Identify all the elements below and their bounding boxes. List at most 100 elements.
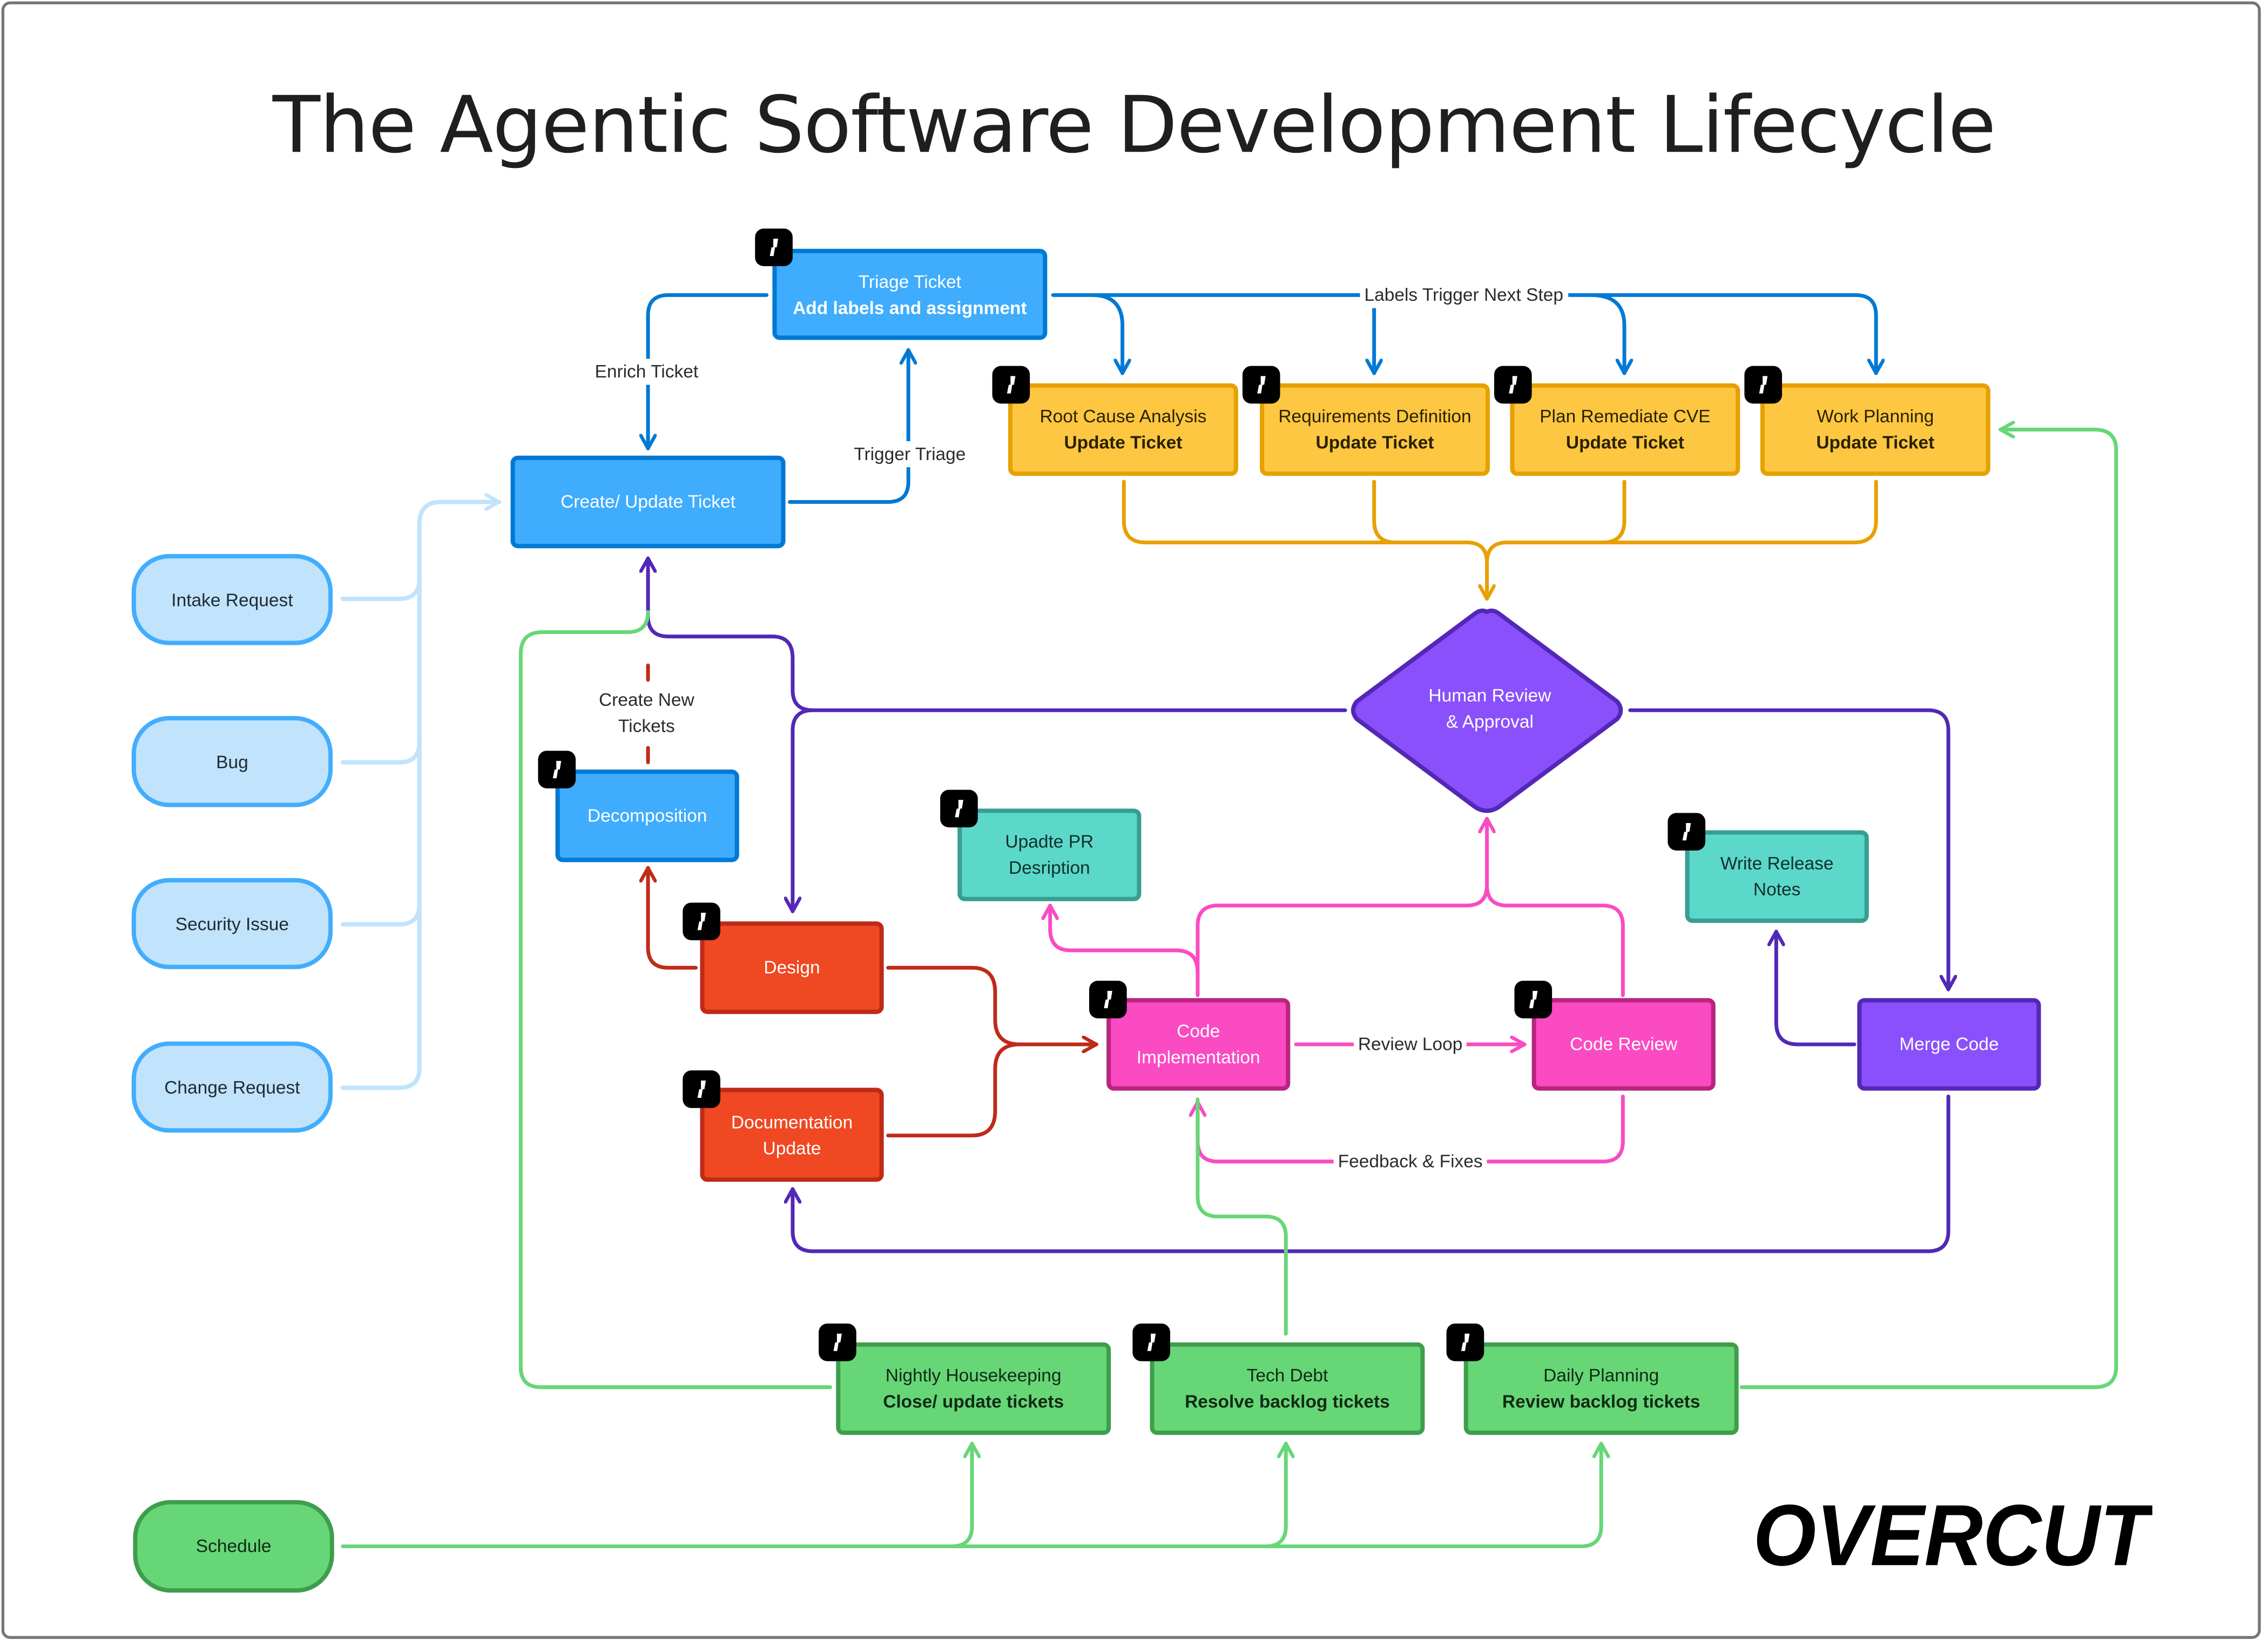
node-human-review[interactable] bbox=[1345, 606, 1629, 814]
edge-enrich bbox=[648, 293, 769, 450]
edge-techdebt-impl bbox=[1196, 1097, 1288, 1336]
node-title: Design bbox=[764, 957, 820, 978]
node-title: Triage Ticket bbox=[858, 271, 962, 292]
edge-label-enrich: Enrich Ticket bbox=[590, 359, 703, 385]
node-title: Code Review bbox=[1570, 1034, 1678, 1055]
node-subtitle: Update Ticket bbox=[1565, 432, 1684, 453]
node-subtitle: Update Ticket bbox=[1064, 432, 1183, 453]
overcut-slash-icon bbox=[1242, 366, 1280, 404]
source-intake-request[interactable]: Intake Request bbox=[131, 554, 333, 645]
node-subtitle: Update Ticket bbox=[1816, 432, 1935, 453]
overcut-slash-icon bbox=[538, 751, 576, 788]
node-merge-code[interactable]: Merge Code bbox=[1857, 998, 2041, 1091]
node-update-pr-description[interactable]: Upadte PR Desription bbox=[957, 808, 1142, 901]
edge-docs-impl bbox=[886, 1042, 1022, 1138]
node-write-release-notes[interactable]: Write Release Notes bbox=[1685, 830, 1869, 923]
source-label: Security Issue bbox=[175, 913, 289, 934]
node-create-update-ticket[interactable]: Create/ Update Ticket bbox=[510, 455, 786, 549]
edge-change bbox=[340, 902, 422, 1090]
node-title: Requirements Definition bbox=[1278, 406, 1472, 427]
node-title: Write Release Notes bbox=[1720, 853, 1834, 900]
edge-review-merge bbox=[1628, 708, 1948, 991]
node-documentation-update[interactable]: Documentation Update bbox=[700, 1088, 884, 1182]
source-change-request[interactable]: Change Request bbox=[131, 1041, 333, 1133]
edge-schedule bbox=[341, 1441, 1601, 1548]
overcut-slash-icon bbox=[1668, 813, 1706, 851]
source-label: Change Request bbox=[164, 1077, 300, 1097]
overcut-slash-icon bbox=[1494, 366, 1532, 404]
node-subtitle: Update bbox=[762, 1137, 821, 1158]
overcut-slash-icon bbox=[1514, 981, 1552, 1018]
edge-merge-docs bbox=[793, 1094, 1950, 1253]
node-title: Work Planning bbox=[1817, 406, 1934, 427]
node-decomposition[interactable]: Decomposition bbox=[555, 770, 739, 862]
edge-security bbox=[340, 740, 422, 927]
source-schedule[interactable]: Schedule bbox=[133, 1500, 334, 1593]
source-label: Schedule bbox=[195, 1536, 272, 1557]
node-title: Daily Planning bbox=[1543, 1365, 1659, 1386]
edge-labels-trunk bbox=[1051, 293, 1876, 375]
edge-label-create-new-2: Tickets bbox=[613, 713, 679, 739]
edge-impl-review bbox=[1196, 817, 1487, 974]
edge-daily-wp bbox=[1739, 430, 2118, 1389]
edge-labels-rca bbox=[1090, 293, 1122, 375]
brand-name: OVERCUT bbox=[1753, 1490, 2152, 1577]
node-tech-debt[interactable]: Tech Debt Resolve backlog tickets bbox=[1150, 1342, 1425, 1435]
node-title: Decomposition bbox=[587, 805, 707, 826]
node-work-planning[interactable]: Work Planning Update Ticket bbox=[1760, 383, 1990, 476]
overcut-slash-icon bbox=[1132, 1323, 1170, 1361]
node-requirements-definition[interactable]: Requirements Definition Update Ticket bbox=[1260, 383, 1490, 476]
edge-intake bbox=[340, 502, 502, 601]
node-title: Code bbox=[1177, 1021, 1220, 1042]
edge-label-feedback: Feedback & Fixes bbox=[1333, 1148, 1487, 1175]
edge-bug bbox=[340, 576, 422, 765]
source-security-issue[interactable]: Security Issue bbox=[131, 878, 333, 969]
node-subtitle: Close/ update tickets bbox=[883, 1391, 1064, 1412]
node-nightly-housekeeping[interactable]: Nightly Housekeeping Close/ update ticke… bbox=[836, 1342, 1111, 1435]
node-title: Create/ Update Ticket bbox=[561, 491, 735, 512]
edge-rca-review bbox=[1122, 480, 1487, 601]
edge-merge-release bbox=[1776, 929, 1857, 1047]
source-bug[interactable]: Bug bbox=[131, 716, 333, 807]
edge-req-review bbox=[1372, 480, 1398, 544]
overcut-slash-icon bbox=[755, 228, 793, 266]
edge-nightly-create bbox=[518, 610, 832, 1389]
node-title: Human Review bbox=[1428, 685, 1551, 706]
node-plan-remediate-cve[interactable]: Plan Remediate CVE Update Ticket bbox=[1510, 383, 1740, 476]
node-root-cause-analysis[interactable]: Root Cause Analysis Update Ticket bbox=[1008, 383, 1238, 476]
edge-schedule-nightly bbox=[950, 1441, 973, 1548]
node-code-implementation[interactable]: Code Implementation bbox=[1106, 998, 1291, 1091]
edge-label-review-loop: Review Loop bbox=[1353, 1031, 1467, 1058]
node-title: Plan Remediate CVE bbox=[1540, 406, 1711, 427]
overcut-slash-icon bbox=[1744, 366, 1783, 404]
edge-review-design bbox=[793, 708, 815, 914]
node-title: Nightly Housekeeping bbox=[885, 1365, 1062, 1386]
human-review-label: Human Review & Approval bbox=[1352, 683, 1627, 734]
edge-codereview-review bbox=[1485, 883, 1625, 997]
overcut-slash-icon bbox=[992, 366, 1030, 404]
node-code-review[interactable]: Code Review bbox=[1531, 998, 1716, 1091]
node-subtitle: Add labels and assignment bbox=[793, 297, 1027, 318]
node-subtitle: Update Ticket bbox=[1315, 432, 1434, 453]
node-design[interactable]: Design bbox=[700, 921, 884, 1014]
node-subtitle: Implementation bbox=[1136, 1047, 1260, 1068]
edge-label-create-new-1: Create New bbox=[594, 687, 699, 713]
node-title: Upadte PR bbox=[1005, 832, 1094, 852]
overcut-slash-icon bbox=[683, 902, 720, 941]
page-title: The Agentic Software Development Lifecyc… bbox=[272, 79, 1996, 171]
edge-schedule-techdebt bbox=[1264, 1441, 1286, 1548]
node-subtitle: Review backlog tickets bbox=[1502, 1391, 1700, 1412]
node-daily-planning[interactable]: Daily Planning Review backlog tickets bbox=[1463, 1342, 1739, 1435]
edge-label-labels-trigger: Labels Trigger Next Step bbox=[1360, 282, 1568, 308]
overcut-slash-icon bbox=[1446, 1323, 1484, 1361]
overcut-slash-icon bbox=[1089, 981, 1127, 1018]
node-title: Documentation bbox=[731, 1111, 853, 1132]
node-subtitle: & Approval bbox=[1446, 711, 1534, 732]
edge-trigger-triage bbox=[788, 348, 909, 504]
overcut-slash-icon bbox=[819, 1323, 856, 1361]
edge-label-trigger-triage: Trigger Triage bbox=[849, 441, 970, 468]
node-triage-ticket[interactable]: Triage Ticket Add labels and assignment bbox=[772, 248, 1048, 340]
node-title: Merge Code bbox=[1899, 1034, 1999, 1055]
